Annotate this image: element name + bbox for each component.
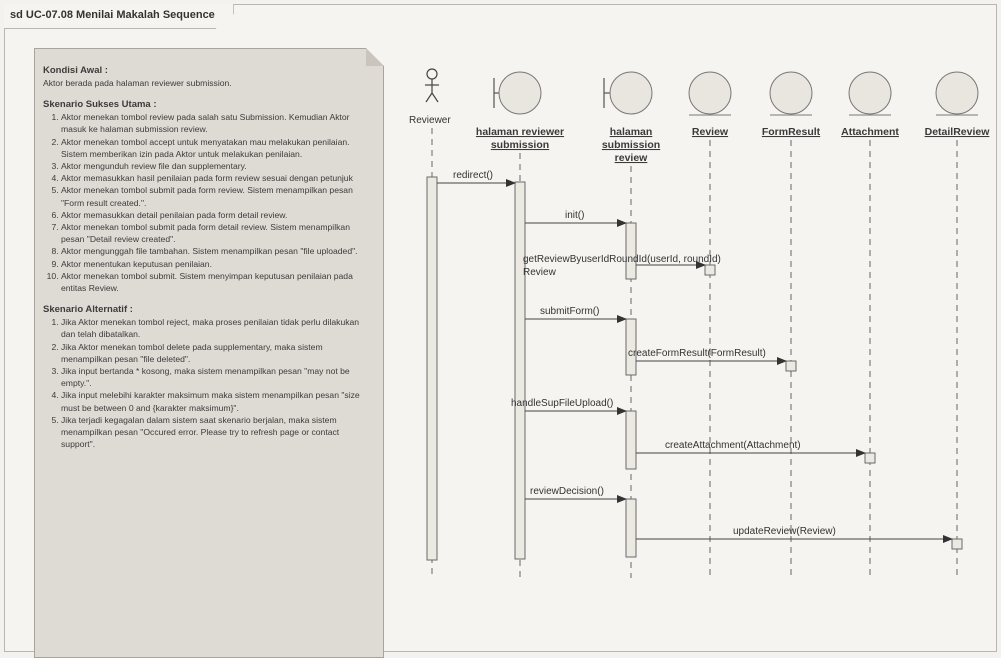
message-label: getReviewByuserIdRoundId(userId, roundId… [523, 254, 721, 265]
sukses-item: Aktor menentukan keputusan penilaian. [61, 258, 375, 270]
activation-attachment [864, 452, 876, 464]
participant-head-0 [493, 71, 542, 115]
message-label: Review [523, 267, 557, 278]
activation-formresult [785, 360, 797, 372]
message-label: handleSupFileUpload() [511, 398, 613, 409]
activation-submission-review-3 [625, 410, 637, 470]
message-label: createAttachment(Attachment) [665, 440, 801, 451]
participant-name: Review [692, 126, 729, 138]
sukses-item: Aktor menekan tombol accept untuk menyat… [61, 136, 375, 160]
sukses-item: Aktor memasukkan detail penilaian pada f… [61, 209, 375, 221]
participant-head-4 [848, 71, 892, 116]
alternatif-item: Jika input melebihi karakter maksimum ma… [61, 389, 375, 413]
message-label: updateReview(Review) [733, 526, 836, 537]
activation-halaman-reviewer-submission [514, 181, 526, 560]
participant-name: FormResult [762, 126, 821, 138]
alternatif-title: Skenario Alternatif : [43, 304, 133, 316]
participant-name: submission [602, 139, 660, 151]
sukses-item: Aktor menekan tombol submit pada form de… [61, 221, 375, 245]
participant-head-2 [688, 71, 732, 116]
activation-reviewer [426, 176, 438, 561]
sukses-item: Aktor mengunduh review file dan suppleme… [61, 160, 375, 172]
sukses-list: Aktor menekan tombol review pada salah s… [43, 111, 375, 294]
sukses-item: Aktor mengunggah file tambahan. Sistem m… [61, 245, 375, 257]
alternatif-item: Jika terjadi kegagalan dalam sistem saat… [61, 414, 375, 451]
message-label: redirect() [453, 170, 493, 181]
message-label: submitForm() [540, 306, 599, 317]
activation-submission-review-1 [625, 222, 637, 280]
alternatif-item: Jika Aktor menekan tombol delete pada su… [61, 341, 375, 365]
message-label: createFormResult(FormResult) [628, 348, 766, 359]
kondisi-title: Kondisi Awal : [43, 65, 108, 76]
sukses-title: Skenario Sukses Utama : [43, 99, 157, 111]
alternatif-list: Jika Aktor menekan tombol reject, maka p… [43, 316, 375, 450]
participant-name: halaman reviewer [476, 126, 564, 138]
participant-name: Attachment [841, 126, 899, 138]
kondisi-text: Aktor berada pada halaman reviewer submi… [43, 78, 232, 88]
activation-review-1 [704, 264, 716, 276]
frame-title: sd UC-07.08 Menilai Makalah Sequence [4, 4, 234, 29]
message-label: reviewDecision() [530, 486, 604, 497]
sukses-item: Aktor menekan tombol review pada salah s… [61, 111, 375, 135]
alternatif-item: Jika input bertanda * kosong, maka siste… [61, 365, 375, 389]
participant-name: DetailReview [925, 126, 991, 138]
participant-name: submission [491, 139, 549, 151]
sukses-item: Aktor memasukkan hasil penilaian pada fo… [61, 172, 375, 184]
actor-label: Reviewer [409, 115, 451, 126]
participant-head-1 [603, 71, 653, 115]
scenario-note: Kondisi Awal : Aktor berada pada halaman… [34, 48, 384, 658]
message-label: init() [565, 210, 584, 221]
message-arrows [437, 179, 953, 543]
actor-reviewer [425, 68, 439, 103]
participant-head-5 [935, 71, 979, 116]
sukses-item: Aktor menekan tombol submit pada form re… [61, 184, 375, 208]
participant-name: halaman [610, 126, 653, 138]
activation-submission-review-2 [625, 318, 637, 376]
activations [426, 176, 963, 561]
sukses-item: Aktor menekan tombol submit. Sistem meny… [61, 270, 375, 294]
participant-name: review [615, 152, 649, 164]
activation-detailreview [951, 538, 963, 550]
activation-submission-review-4 [625, 498, 637, 558]
participant-head-3 [769, 71, 813, 116]
alternatif-item: Jika Aktor menekan tombol reject, maka p… [61, 316, 375, 340]
